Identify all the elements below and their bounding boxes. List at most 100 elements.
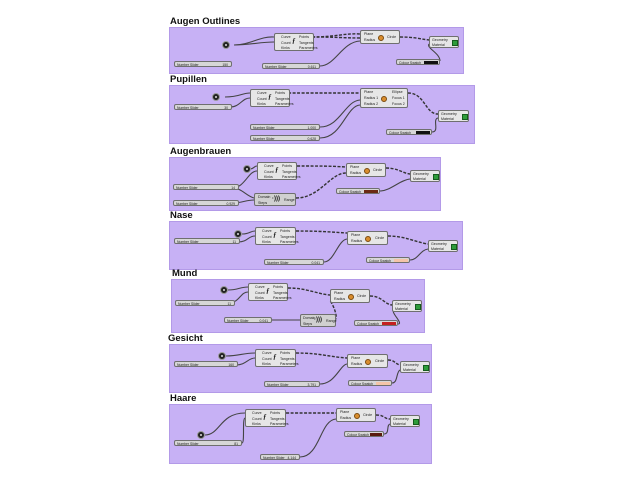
output-tangents[interactable]: Tangents [273, 290, 288, 295]
output-parameters[interactable]: Parameters [273, 296, 292, 300]
circle-component[interactable]: Plane Radius Circle [336, 408, 376, 422]
input-count[interactable]: Count [262, 234, 272, 239]
input-count[interactable]: Count [262, 356, 272, 361]
colour-swatch[interactable]: Colour Swatch [354, 320, 398, 326]
colour-swatch[interactable]: Colour Swatch [366, 257, 410, 263]
input-plane[interactable]: Plane [351, 356, 361, 360]
input-count[interactable]: Count [281, 40, 291, 45]
input-plane[interactable]: Plane [350, 165, 360, 169]
output-tangents[interactable]: Tangents [280, 234, 295, 239]
output-points[interactable]: Points [299, 35, 309, 39]
input-kinks[interactable]: Kinks [262, 362, 271, 366]
input-material[interactable]: Material [431, 247, 444, 251]
number-slider[interactable]: Number Slider 0.929 [173, 200, 239, 206]
output-circle[interactable]: Circle [375, 359, 385, 363]
input-material[interactable]: Material [395, 307, 408, 311]
input-geometry[interactable]: Geometry [413, 172, 429, 176]
output-circle[interactable]: Circle [387, 35, 397, 39]
ellipse-component[interactable]: Plane Radius 1 Radius 2 Ellipse Focus 1 … [360, 88, 408, 108]
number-slider[interactable]: Number Slider 3.791 [264, 381, 320, 387]
swatch-color[interactable] [370, 432, 382, 437]
swatch-color[interactable] [394, 258, 408, 263]
output-points[interactable]: Points [270, 411, 280, 415]
output-focus-2[interactable]: Focus 2 [392, 102, 405, 106]
swatch-color[interactable] [424, 60, 438, 65]
input-plane[interactable]: Plane [340, 410, 350, 414]
input-radius[interactable]: Radius [364, 38, 376, 42]
group-panel-augen[interactable]: Number Slider 150 Curve Count Kinks ƒ Po… [169, 27, 464, 74]
group-panel-haare[interactable]: Number Slider 81 Curve Count Kinks ƒ Poi… [169, 404, 432, 464]
input-curve[interactable]: Curve [262, 351, 272, 355]
output-parameters[interactable]: Parameters [270, 422, 289, 426]
circle-component[interactable]: Plane Radius Circle [347, 231, 388, 245]
circle-component[interactable]: Plane Radius Circle [360, 30, 400, 44]
number-slider[interactable]: Number Slider 160 [174, 361, 238, 367]
curve-param-gear-icon[interactable] [234, 230, 242, 238]
swatch-color[interactable] [382, 321, 396, 326]
input-kinks[interactable]: Kinks [264, 175, 273, 179]
input-kinks[interactable]: Kinks [252, 422, 261, 426]
divide-curve-component[interactable]: Curve Count Kinks ƒ Points Tangents Para… [245, 409, 289, 427]
input-domain[interactable]: Domain [303, 316, 316, 320]
colour-swatch[interactable]: Colour Swatch [386, 129, 432, 135]
custom-preview-component[interactable]: Geometry Material [428, 240, 458, 252]
custom-preview-component[interactable]: Geometry Material [438, 110, 469, 122]
input-plane[interactable]: Plane [334, 291, 344, 295]
range-component[interactable]: Domain Steps ·))) Range [254, 193, 296, 206]
input-count[interactable]: Count [257, 96, 267, 101]
output-tangents[interactable]: Tangents [282, 169, 297, 174]
input-radius[interactable]: Radius [351, 239, 363, 243]
output-tangents[interactable]: Tangents [280, 356, 295, 361]
output-points[interactable]: Points [280, 351, 290, 355]
curve-param-gear-icon[interactable] [197, 431, 205, 439]
range-component[interactable]: Domain Steps ·))) Range [300, 314, 337, 327]
custom-preview-component[interactable]: Geometry Material [392, 300, 422, 312]
input-curve[interactable]: Curve [262, 229, 272, 233]
input-kinks[interactable]: Kinks [255, 296, 264, 300]
circle-component[interactable]: Plane Radius Circle [330, 289, 370, 303]
curve-param-gear-icon[interactable] [212, 93, 220, 101]
number-slider[interactable]: Number Slider 4.144 [260, 454, 300, 460]
input-steps[interactable]: Steps [303, 322, 313, 326]
output-tangents[interactable]: Tangents [275, 96, 290, 101]
input-curve[interactable]: Curve [264, 164, 274, 168]
custom-preview-component[interactable]: Geometry Material [429, 36, 459, 48]
output-focus-1[interactable]: Focus 1 [392, 96, 405, 100]
input-curve[interactable]: Curve [257, 91, 267, 95]
number-slider[interactable]: Number Slider 150 [174, 61, 232, 67]
number-slider[interactable]: Number Slider 0.041 [264, 259, 324, 265]
output-range[interactable]: Range [284, 198, 295, 202]
input-plane[interactable]: Plane [351, 233, 361, 237]
swatch-color[interactable] [364, 189, 378, 194]
swatch-color[interactable] [416, 130, 430, 135]
divide-curve-component[interactable]: Curve Count Kinks ƒ Points Tangents Para… [250, 89, 294, 107]
output-circle[interactable]: Circle [363, 413, 373, 417]
input-radius-2[interactable]: Radius 2 [364, 102, 379, 106]
output-parameters[interactable]: Parameters [280, 362, 299, 366]
group-panel-pupillen[interactable]: Number Slider 30 Curve Count Kinks ƒ Poi… [169, 85, 475, 144]
output-circle[interactable]: Circle [357, 294, 367, 298]
input-kinks[interactable]: Kinks [257, 102, 266, 106]
number-slider[interactable]: Number Slider 1.000 [250, 124, 320, 130]
input-geometry[interactable]: Geometry [441, 112, 457, 116]
input-geometry[interactable]: Geometry [393, 417, 409, 421]
colour-swatch[interactable]: Colour Swatch [396, 59, 440, 65]
curve-param-gear-icon[interactable] [218, 352, 226, 360]
output-ellipse[interactable]: Ellipse [392, 90, 403, 94]
input-radius[interactable]: Radius [350, 171, 362, 175]
group-panel-gesicht[interactable]: Number Slider 160 Curve Count Kinks ƒ Po… [169, 344, 432, 393]
input-steps[interactable]: Steps [258, 201, 268, 205]
number-slider[interactable]: Number Slider 11 [175, 300, 235, 306]
input-geometry[interactable]: Geometry [395, 302, 411, 306]
swatch-color[interactable] [376, 381, 390, 386]
input-curve[interactable]: Curve [281, 35, 291, 39]
group-panel-augenbrauen[interactable]: Number Slider 14 Number Slider 0.929 Cur… [169, 157, 441, 211]
input-material[interactable]: Material [403, 368, 416, 372]
input-geometry[interactable]: Geometry [403, 363, 419, 367]
output-points[interactable]: Points [280, 229, 290, 233]
number-slider[interactable]: Number Slider 81 [174, 440, 242, 446]
curve-param-gear-icon[interactable] [222, 41, 230, 49]
group-panel-nase[interactable]: Number Slider 11 Curve Count Kinks ƒ Poi… [169, 221, 463, 270]
input-curve[interactable]: Curve [252, 411, 262, 415]
number-slider[interactable]: Number Slider 0.041 [224, 317, 272, 323]
